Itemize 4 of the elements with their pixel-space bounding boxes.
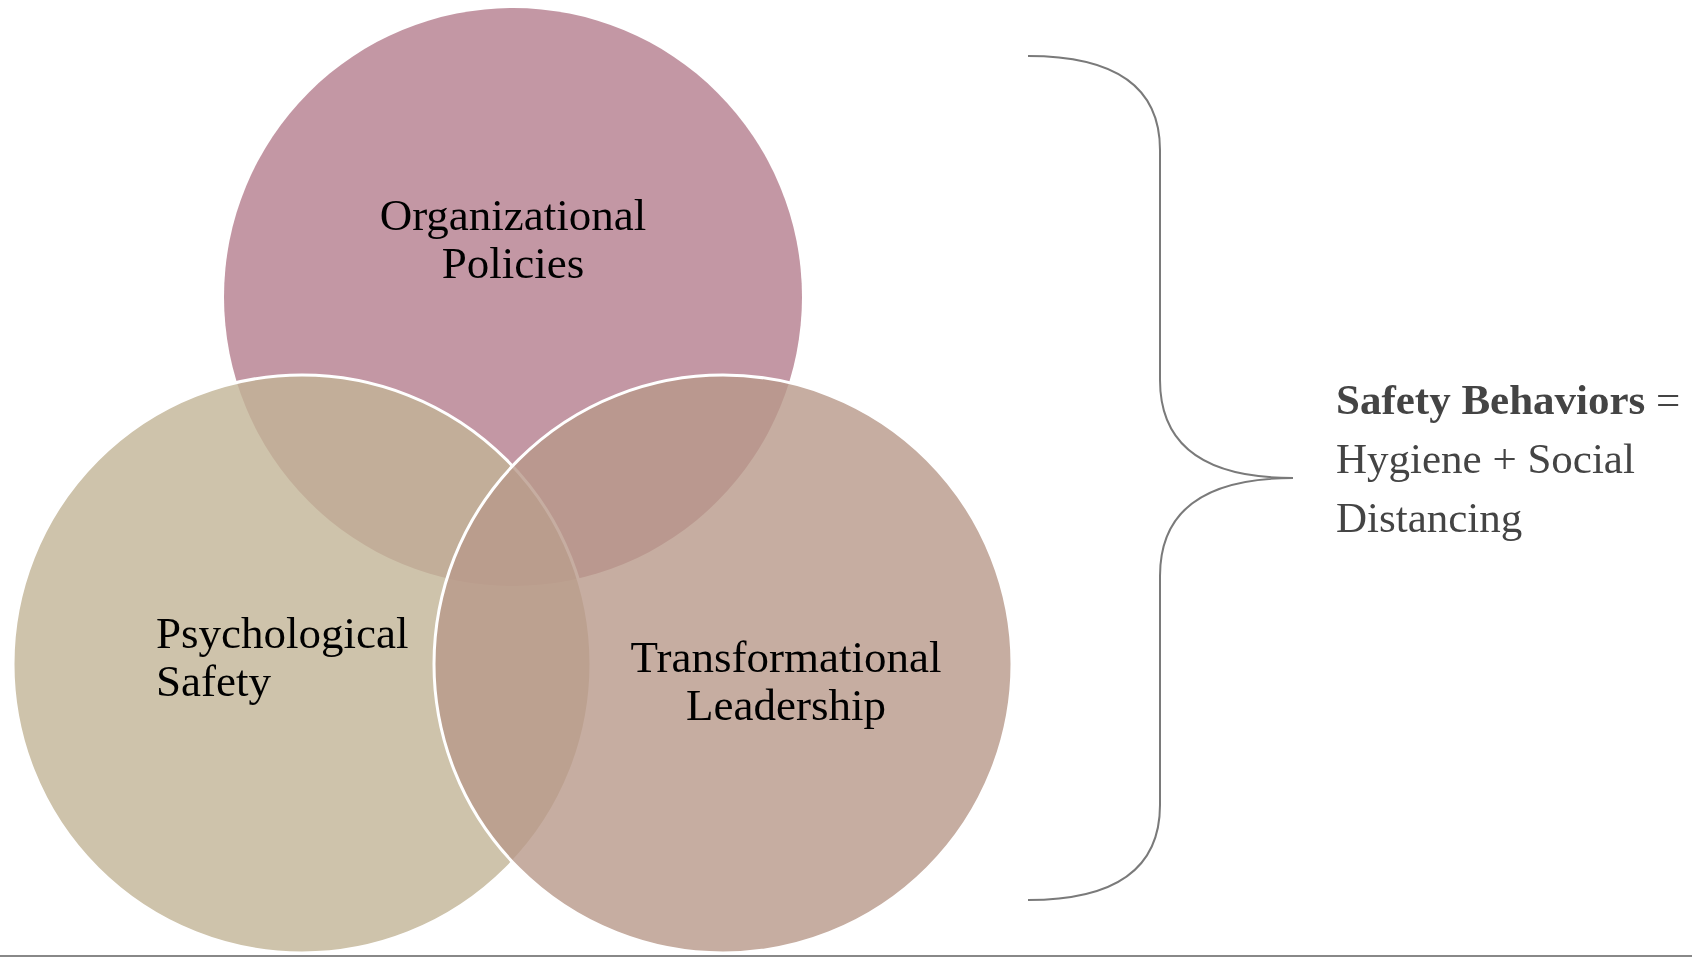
circle-label: Organizational Policies (378, 191, 648, 287)
circle-label: Psychological Safety (156, 609, 410, 705)
brace-annotation: Safety Behaviors = Hygiene + Social Distancing (1336, 375, 1682, 543)
circle-label: Transformational Leadership (629, 633, 943, 729)
